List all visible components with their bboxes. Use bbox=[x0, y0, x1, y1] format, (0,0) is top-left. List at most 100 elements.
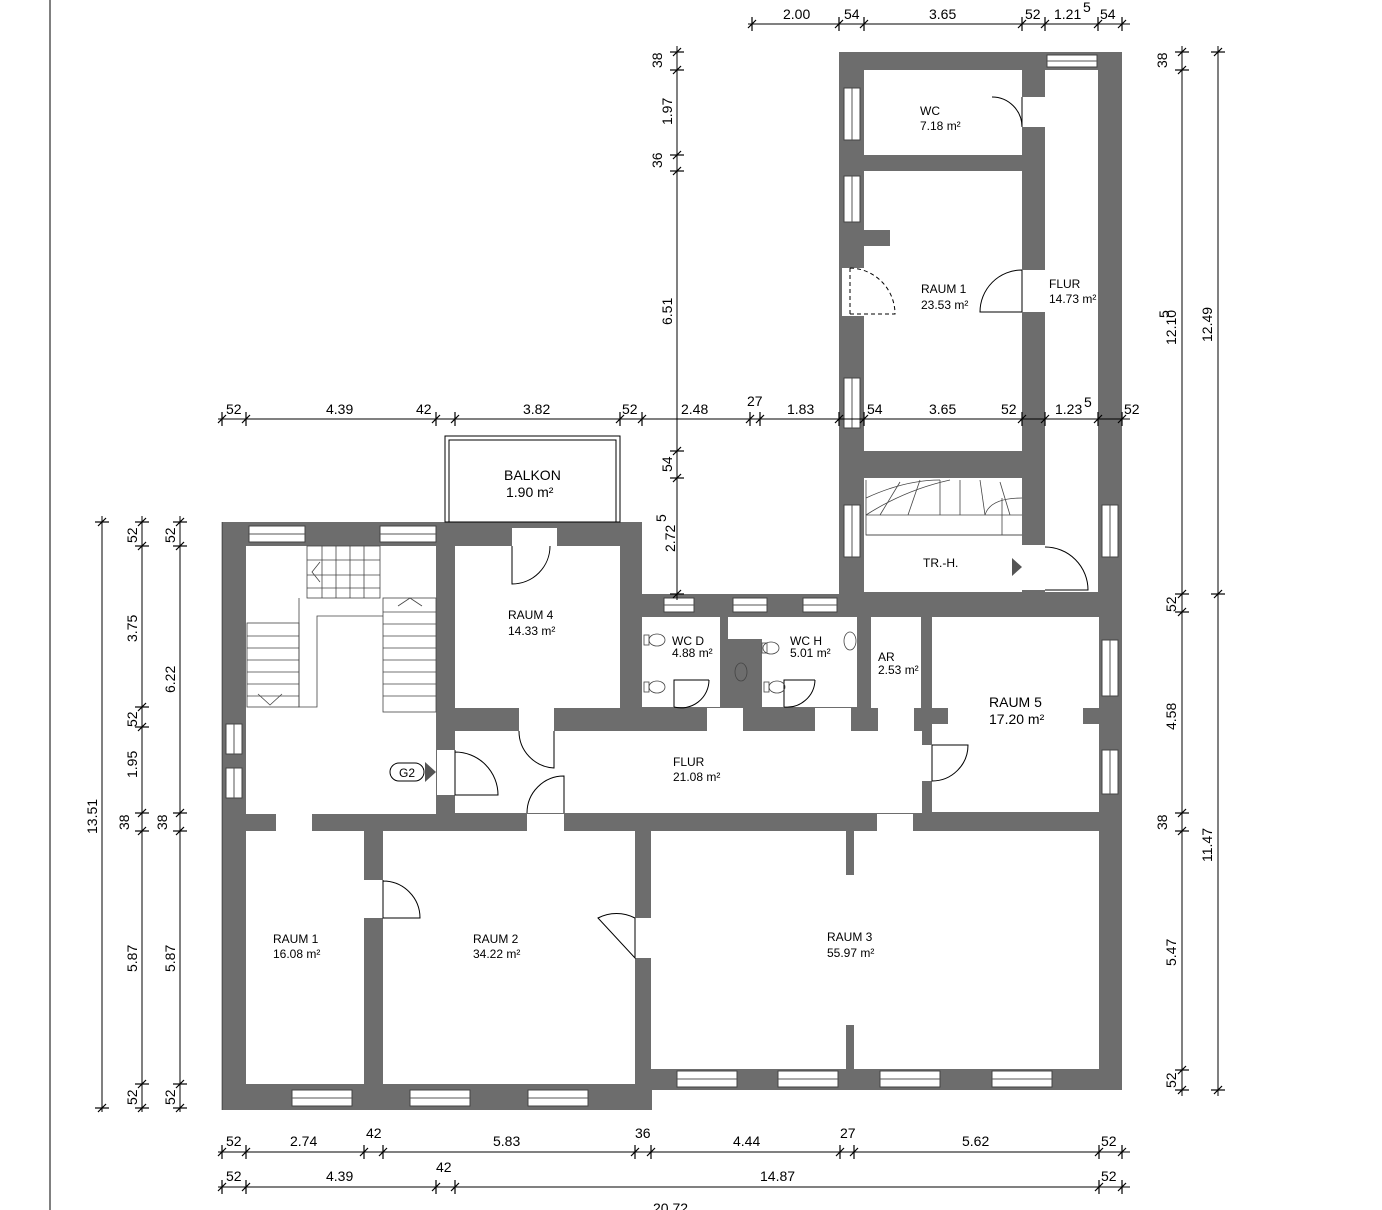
dim-b1-0: 52 bbox=[226, 1133, 242, 1149]
dim-li2-3: 5.87 bbox=[162, 945, 178, 972]
dim-b1-3: 5.83 bbox=[493, 1133, 520, 1149]
dim-vm-6: 5 bbox=[653, 514, 669, 522]
dim-mid-10: 52 bbox=[1001, 401, 1017, 417]
dim-top-3: 52 bbox=[1025, 6, 1041, 22]
dim-ri-6: 5.47 bbox=[1163, 939, 1179, 966]
g2-marker bbox=[389, 762, 425, 782]
dim-mid-11: 1.23 bbox=[1055, 401, 1082, 417]
dim-ri-3: 52 bbox=[1163, 596, 1179, 612]
dim-vm-4: 54 bbox=[659, 456, 675, 472]
dim-b1-2: 42 bbox=[366, 1125, 382, 1141]
dim-mid-4: 52 bbox=[622, 401, 638, 417]
room-wcd-area: 4.88 m² bbox=[672, 646, 713, 660]
dim-top-0: 2.00 bbox=[783, 6, 810, 22]
dim-vm-1: 1.97 bbox=[659, 98, 675, 125]
dim-b2-2: 42 bbox=[436, 1159, 452, 1175]
dim-li2-2: 38 bbox=[154, 814, 170, 830]
dim-li1-0: 52 bbox=[124, 527, 140, 543]
room-raum1-upper-name: RAUM 1 bbox=[921, 282, 967, 296]
room-trh-name: TR.-H. bbox=[923, 556, 958, 570]
dim-bottom-total: 20.72 bbox=[653, 1200, 688, 1210]
dim-b1-1: 2.74 bbox=[290, 1133, 317, 1149]
dim-mid-3: 3.82 bbox=[523, 401, 550, 417]
dim-mid-2: 42 bbox=[416, 401, 432, 417]
dim-mid-13: 52 bbox=[1124, 401, 1140, 417]
room-g2-name: G2 bbox=[399, 766, 415, 780]
room-flur-upper-area: 14.73 m² bbox=[1049, 292, 1096, 306]
room-wc-name: WC bbox=[920, 104, 940, 118]
dim-mid-9: 3.65 bbox=[929, 401, 956, 417]
dim-top-6: 54 bbox=[1100, 6, 1116, 22]
dim-li1-3: 1.95 bbox=[124, 751, 140, 778]
dim-ri-4: 4.58 bbox=[1163, 703, 1179, 730]
dim-mid-5: 2.48 bbox=[681, 401, 708, 417]
dim-mid-7: 1.83 bbox=[787, 401, 814, 417]
room-balkon-area: 1.90 m² bbox=[506, 484, 554, 500]
dim-ri-2: 5 bbox=[1156, 310, 1172, 318]
dim-top-5: 5 bbox=[1083, 0, 1091, 15]
room-ar-area: 2.53 m² bbox=[878, 663, 919, 677]
room-labels: WC 7.18 m² RAUM 1 23.53 m² FLUR 14.73 m²… bbox=[273, 104, 1096, 961]
dim-li2-0: 52 bbox=[162, 527, 178, 543]
dim-mid-8: 54 bbox=[867, 401, 883, 417]
dim-b2-3: 14.87 bbox=[760, 1168, 795, 1184]
room-flur-mid-name: FLUR bbox=[673, 755, 705, 769]
dimension-lines bbox=[101, 23, 1219, 1188]
room-flur-mid-area: 21.08 m² bbox=[673, 770, 720, 784]
dim-mid-6: 27 bbox=[747, 393, 763, 409]
dim-b2-0: 52 bbox=[226, 1168, 242, 1184]
room-raum5-name: RAUM 5 bbox=[989, 694, 1042, 710]
dim-b2-1: 4.39 bbox=[326, 1168, 353, 1184]
dim-ri-0: 38 bbox=[1154, 52, 1170, 68]
room-raum4-name: RAUM 4 bbox=[508, 608, 554, 622]
room-balkon-name: BALKON bbox=[504, 467, 561, 483]
dim-vm-0: 38 bbox=[649, 52, 665, 68]
main-building bbox=[221, 435, 1122, 1110]
dim-b1-8: 52 bbox=[1101, 1133, 1117, 1149]
room-wcd-name: WC D bbox=[672, 634, 704, 648]
room-wc-area: 7.18 m² bbox=[920, 119, 961, 133]
dim-li1-1: 3.75 bbox=[124, 615, 140, 642]
dim-mid-1: 4.39 bbox=[326, 401, 353, 417]
dim-li1-6: 52 bbox=[124, 1089, 140, 1105]
dim-b1-6: 27 bbox=[840, 1125, 856, 1141]
room-raum4-area: 14.33 m² bbox=[508, 624, 555, 638]
dim-ri-5: 38 bbox=[1154, 814, 1170, 830]
dim-li1-5: 5.87 bbox=[124, 945, 140, 972]
dim-b1-5: 4.44 bbox=[733, 1133, 760, 1149]
room-raum3-name: RAUM 3 bbox=[827, 930, 873, 944]
vertical-dimension-text: 13.51 52 3.75 52 1.95 38 5.87 52 52 6.22… bbox=[84, 52, 1215, 1105]
room-wch-area: 5.01 m² bbox=[790, 646, 831, 660]
dim-li2-1: 6.22 bbox=[162, 666, 178, 693]
room-ar-name: AR bbox=[878, 650, 895, 664]
room-raum2-name: RAUM 2 bbox=[473, 932, 519, 946]
dim-ri-1: 12.10 bbox=[1163, 310, 1179, 345]
room-raum1-upper-area: 23.53 m² bbox=[921, 298, 968, 312]
dim-mid-0: 52 bbox=[226, 401, 242, 417]
room-wch-name: WC H bbox=[790, 634, 822, 648]
room-raum1-area: 16.08 m² bbox=[273, 947, 320, 961]
room-raum5-area: 17.20 m² bbox=[989, 711, 1045, 727]
room-raum1-name: RAUM 1 bbox=[273, 932, 319, 946]
dimension-text: 2.00 54 3.65 52 1.21 5 54 52 4.39 42 3.8… bbox=[226, 0, 1140, 1210]
room-raum3-area: 55.97 m² bbox=[827, 946, 874, 960]
dim-ri-7: 52 bbox=[1163, 1072, 1179, 1088]
dimension-ticks bbox=[95, 17, 1225, 1194]
room-raum2-area: 34.22 m² bbox=[473, 947, 520, 961]
dim-left-outer: 13.51 bbox=[84, 799, 100, 834]
dim-b1-7: 5.62 bbox=[962, 1133, 989, 1149]
dim-top-2: 3.65 bbox=[929, 6, 956, 22]
room-flur-upper-name: FLUR bbox=[1049, 277, 1081, 291]
dim-top-4: 1.21 bbox=[1054, 6, 1081, 22]
dim-vm-2: 36 bbox=[649, 152, 665, 168]
dim-li2-4: 52 bbox=[162, 1089, 178, 1105]
upper-wing bbox=[839, 52, 1122, 612]
dim-vm-3: 6.51 bbox=[659, 298, 675, 325]
dim-ro-0: 12.49 bbox=[1199, 307, 1215, 342]
dim-vm-5: 2.72 bbox=[662, 525, 678, 552]
dim-ro-1: 11.47 bbox=[1199, 828, 1215, 862]
dim-mid-12: 5 bbox=[1084, 394, 1092, 410]
dim-li1-2: 52 bbox=[124, 711, 140, 727]
dim-li1-4: 38 bbox=[116, 814, 132, 830]
